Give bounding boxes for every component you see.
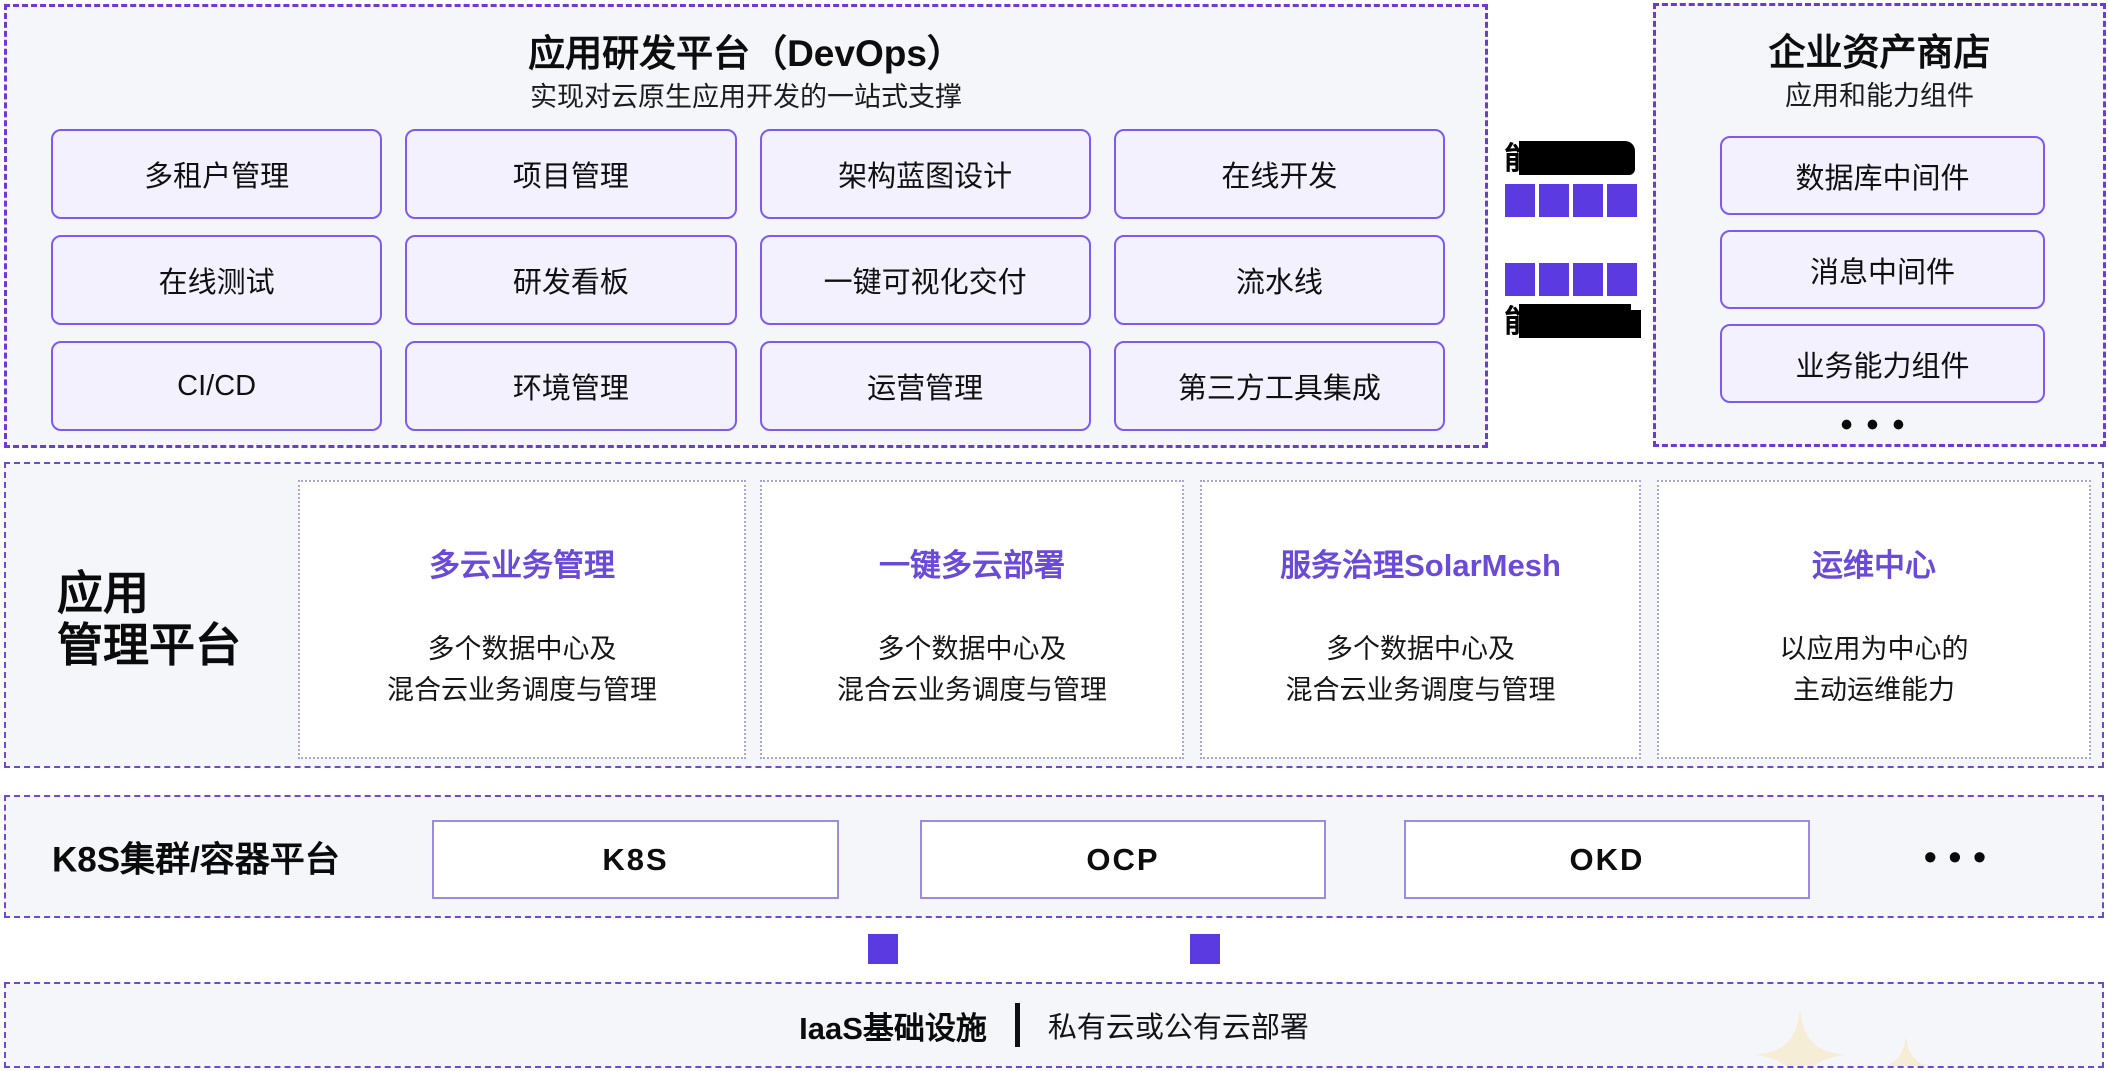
iaas-band-label: IaaS基础设施 xyxy=(799,1010,987,1046)
k8s-platform-box: OCP xyxy=(920,820,1326,899)
appmgmt-card-title: 运维中心 xyxy=(1812,548,1936,583)
accent-square xyxy=(1573,263,1603,296)
devops-module-chip: 架构蓝图设计 xyxy=(759,129,1091,219)
connector-squares-row xyxy=(1505,184,1637,217)
connector-squares-row xyxy=(1505,263,1637,296)
accent-square xyxy=(1539,263,1569,296)
devops-module-chip: 流水线 xyxy=(1113,235,1445,325)
card-desc-line: 多个数据中心及 xyxy=(1326,634,1515,664)
appmgmt-card-description: 多个数据中心及 混合云业务调度与管理 xyxy=(387,629,657,710)
appmgmt-card-description: 以应用为中心的 主动运维能力 xyxy=(1780,629,1969,710)
devops-module-chip: 项目管理 xyxy=(405,129,737,219)
redacted-text-bar xyxy=(1519,141,1635,175)
ellipsis-more-indicator: ••• xyxy=(1924,835,1998,877)
devops-module-chip: 研发看板 xyxy=(405,235,737,325)
store-component-chip: 数据库中间件 xyxy=(1720,136,2045,215)
card-desc-line: 以应用为中心的 xyxy=(1779,634,1969,664)
card-desc-line: 混合云业务调度与管理 xyxy=(837,674,1107,705)
ellipsis-more-indicator: ••• xyxy=(1840,406,1919,444)
accent-square xyxy=(1190,934,1220,964)
accent-square xyxy=(1607,263,1637,296)
devops-panel-title: 应用研发平台（DevOps） xyxy=(528,33,964,74)
band-label-line: 管理平台 xyxy=(57,618,241,671)
appmgmt-card-title: 一键多云部署 xyxy=(879,548,1065,583)
iaas-band: IaaS基础设施 | 私有云或公有云部署 xyxy=(4,982,2104,1068)
appmgmt-card-title: 多云业务管理 xyxy=(429,548,615,583)
card-desc-line: 主动运维能力 xyxy=(1793,674,1955,705)
store-component-chip: 业务能力组件 xyxy=(1720,324,2045,403)
appmgmt-card: 一键多云部署 多个数据中心及 混合云业务调度与管理 xyxy=(760,480,1184,759)
appmgmt-card-description: 多个数据中心及 混合云业务调度与管理 xyxy=(1286,629,1556,710)
devops-module-chip: 运营管理 xyxy=(759,341,1091,431)
sparkle-decoration xyxy=(1883,1036,1929,1066)
devops-platform-panel: 应用研发平台（DevOps） 实现对云原生应用开发的一站式支撑 多租户管理 项目… xyxy=(4,4,1488,448)
devops-module-grid: 多租户管理 项目管理 架构蓝图设计 在线开发 在线测试 研发看板 一键可视化交付… xyxy=(51,129,1445,431)
card-desc-line: 多个数据中心及 xyxy=(877,634,1067,664)
band-label-line: 应用 xyxy=(57,567,149,619)
redacted-text-bar xyxy=(1519,304,1631,338)
devops-module-chip: CI/CD xyxy=(51,341,383,431)
devops-panel-subtitle: 实现对云原生应用开发的一站式支撑 xyxy=(530,82,962,112)
accent-square xyxy=(1539,184,1569,217)
devops-module-chip: 在线测试 xyxy=(51,235,383,325)
app-management-band-label: 应用 管理平台 xyxy=(57,567,241,671)
k8s-container-band: K8S集群/容器平台 K8S OCP OKD ••• xyxy=(4,795,2104,918)
separator-bar: | xyxy=(1014,1003,1020,1047)
devops-module-chip: 在线开发 xyxy=(1113,129,1445,219)
devops-module-chip: 环境管理 xyxy=(405,341,737,431)
accent-square xyxy=(1505,263,1535,296)
accent-square xyxy=(1505,184,1535,217)
asset-store-panel: 企业资产商店 应用和能力组件 数据库中间件 消息中间件 业务能力组件 ••• xyxy=(1653,3,2106,447)
devops-module-chip: 一键可视化交付 xyxy=(759,235,1091,325)
store-component-list: 数据库中间件 消息中间件 业务能力组件 xyxy=(1720,136,2045,403)
card-desc-line: 混合云业务调度与管理 xyxy=(387,674,657,705)
devops-module-chip: 第三方工具集成 xyxy=(1113,341,1445,431)
iaas-deployment-label: 私有云或公有云部署 xyxy=(1047,1012,1309,1044)
appmgmt-card-description: 多个数据中心及 混合云业务调度与管理 xyxy=(837,629,1107,710)
store-panel-subtitle: 应用和能力组件 xyxy=(1785,81,1974,111)
accent-square xyxy=(868,934,898,964)
devops-module-chip: 多租户管理 xyxy=(51,129,383,219)
redacted-text-bar xyxy=(1626,310,1641,338)
appmgmt-card-title: 服务治理SolarMesh xyxy=(1280,548,1561,583)
store-component-chip: 消息中间件 xyxy=(1720,230,2045,309)
card-desc-line: 混合云业务调度与管理 xyxy=(1285,674,1556,705)
appmgmt-card: 运维中心 以应用为中心的 主动运维能力 xyxy=(1657,480,2091,759)
appmgmt-card: 多云业务管理 多个数据中心及 混合云业务调度与管理 xyxy=(298,480,746,759)
k8s-band-label: K8S集群/容器平台 xyxy=(52,840,340,879)
app-management-band: 应用 管理平台 多云业务管理 多个数据中心及 混合云业务调度与管理 一键多云部署… xyxy=(4,462,2104,768)
k8s-platform-box: OKD xyxy=(1404,820,1810,899)
accent-square xyxy=(1607,184,1637,217)
store-panel-title: 企业资产商店 xyxy=(1768,32,1991,73)
card-desc-line: 多个数据中心及 xyxy=(427,634,617,664)
k8s-platform-box: K8S xyxy=(432,820,839,899)
appmgmt-card: 服务治理SolarMesh 多个数据中心及 混合云业务调度与管理 xyxy=(1200,480,1641,759)
accent-square xyxy=(1573,184,1603,217)
sparkle-decoration xyxy=(1755,1010,1845,1066)
